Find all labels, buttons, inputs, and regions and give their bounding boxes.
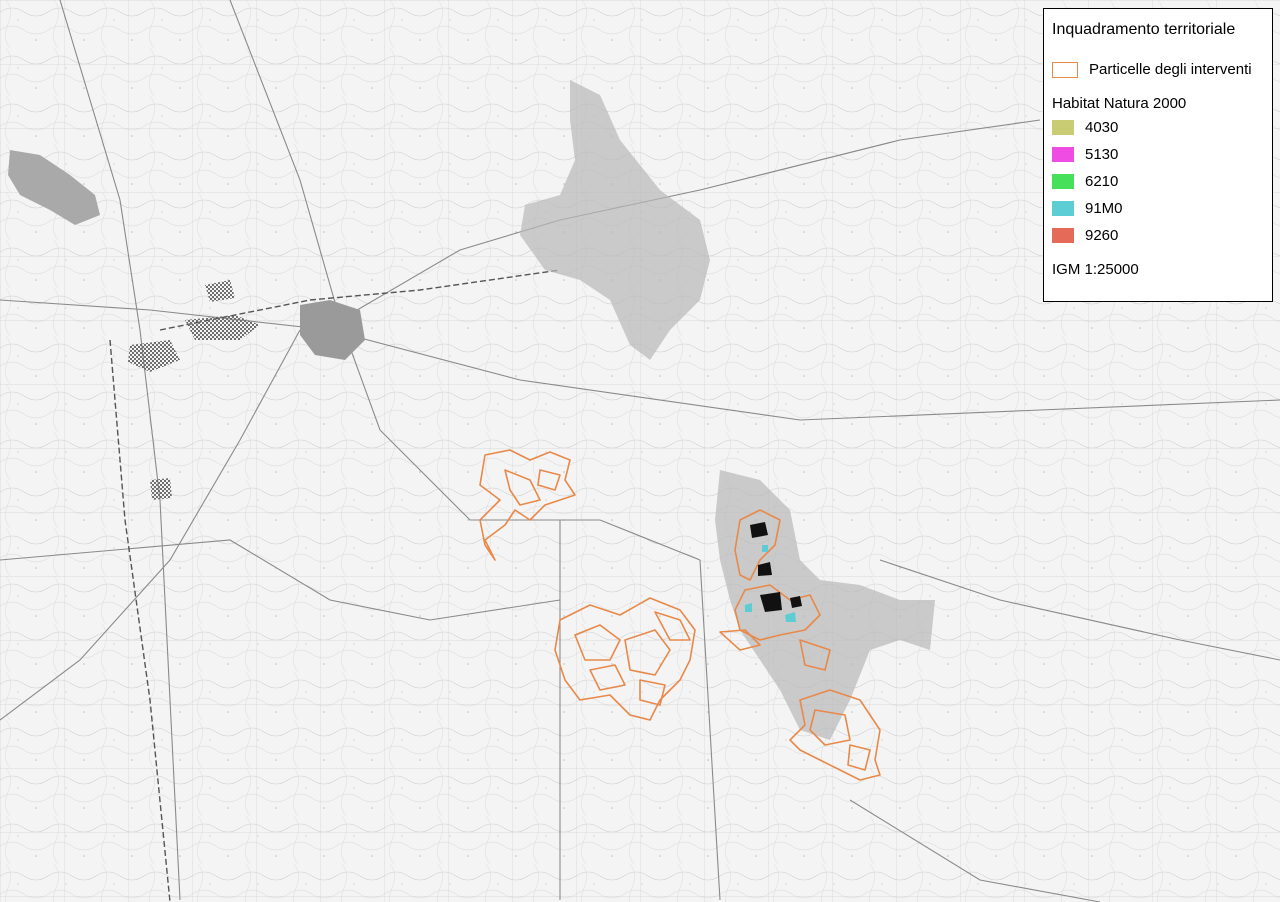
- habitat-code: 5130: [1085, 146, 1119, 163]
- habitat-4030-swatch: [1052, 120, 1074, 135]
- lake: [8, 150, 100, 225]
- legend-title: Inquadramento territoriale: [1052, 21, 1236, 38]
- intervention-parcels[interactable]: [479, 449, 881, 781]
- protected-area: [520, 80, 935, 740]
- legend-basemap-label: IGM 1:25000: [1052, 261, 1139, 278]
- habitat-patches: [745, 522, 802, 622]
- habitat-code: 9260: [1085, 227, 1119, 244]
- interventions-outline-swatch: [1052, 61, 1078, 78]
- legend-interventions-label: Particelle degli interventi: [1089, 61, 1252, 78]
- legend-item-interventions: Particelle degli interventi: [1052, 61, 1252, 78]
- legend-item-habitat-91m0: 91M0: [1052, 200, 1123, 217]
- habitat-9260-swatch: [1052, 228, 1074, 243]
- habitat-code: 4030: [1085, 119, 1119, 136]
- parcel-group-south[interactable]: [554, 597, 696, 721]
- legend-item-habitat-9260: 9260: [1052, 227, 1118, 244]
- legend-habitat-heading: Habitat Natura 2000: [1052, 95, 1187, 112]
- legend-item-habitat-6210: 6210: [1052, 173, 1118, 190]
- habitat-91m0-swatch: [1052, 201, 1074, 216]
- parcel-group-southeast[interactable]: [789, 689, 881, 781]
- habitat-6210-swatch: [1052, 174, 1074, 189]
- habitat-5130-swatch: [1052, 147, 1074, 162]
- map-legend: Inquadramento territoriale Particelle de…: [1043, 8, 1273, 302]
- habitat-code: 91M0: [1085, 200, 1123, 217]
- legend-item-habitat-4030: 4030: [1052, 119, 1118, 136]
- town-area: [128, 280, 365, 500]
- habitat-code: 6210: [1085, 173, 1119, 190]
- legend-item-habitat-5130: 5130: [1052, 146, 1118, 163]
- parcel-group-west[interactable]: [479, 449, 576, 561]
- parcel-group-east[interactable]: [734, 509, 781, 581]
